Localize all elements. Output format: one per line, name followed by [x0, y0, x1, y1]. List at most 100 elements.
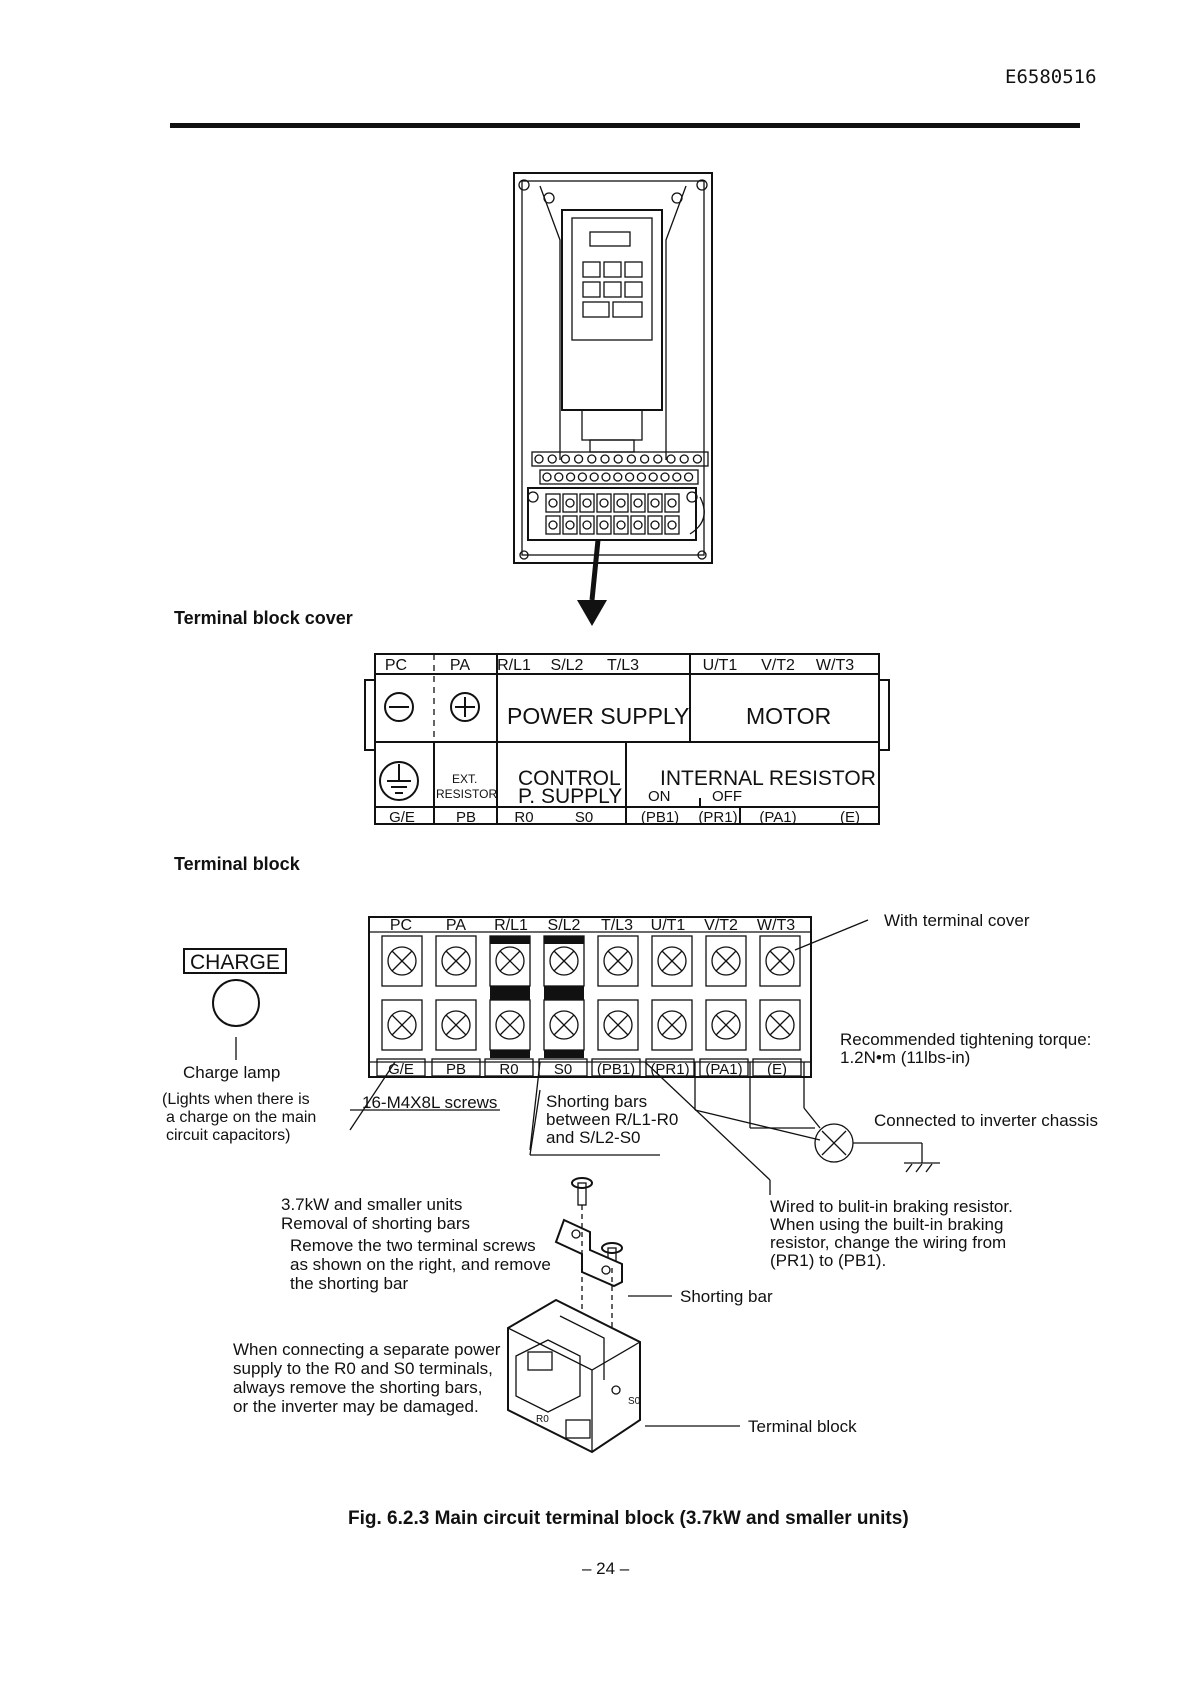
terminal-screw-pair	[705, 935, 747, 1051]
braking-line-2: When using the built-in braking	[770, 1215, 1003, 1234]
screw-icon	[657, 946, 687, 976]
block-top-label: U/T1	[651, 917, 686, 934]
braking-line-4: (PR1) to (PB1).	[770, 1251, 886, 1270]
block-bottom-label: (E)	[767, 1061, 787, 1078]
with-cover-label: With terminal cover	[884, 911, 1030, 930]
screw-icon	[549, 1010, 579, 1040]
terminal-screw-pair	[651, 935, 693, 1051]
warning-1: When connecting a separate power	[233, 1340, 501, 1359]
chassis-label: Connected to inverter chassis	[874, 1111, 1098, 1130]
block-top-label: R/L1	[494, 917, 528, 934]
screw-icon	[711, 1010, 741, 1040]
charge-note-3: circuit capacitors)	[166, 1127, 290, 1144]
cover-bottom-label: (PA1)	[759, 809, 796, 826]
block-top-label: T/L3	[601, 917, 633, 934]
ground-icon	[379, 761, 419, 801]
shorting-note-2: between R/L1-R0	[546, 1110, 678, 1129]
shorting-bar-illustration: Shorting bar R0 S0 Terminal block	[507, 1177, 857, 1454]
charge-label: CHARGE	[190, 951, 280, 974]
shorting-note-1: Shorting bars	[546, 1092, 647, 1111]
main-terminal-area	[527, 487, 697, 541]
cover-bottom-label: (E)	[840, 809, 860, 826]
cover-internal-resistor: INTERNAL RESISTOR	[660, 767, 876, 790]
block-bottom-label: PB	[446, 1061, 466, 1078]
removal-instr-1: Remove the two terminal screws	[290, 1236, 536, 1255]
cover-top-label: S/L2	[551, 657, 584, 674]
cover-resistor: RESISTOR	[436, 787, 497, 801]
removal-instr-3: the shorting bar	[290, 1274, 408, 1293]
inverter-illustration	[513, 172, 713, 564]
warning-4: or the inverter may be damaged.	[233, 1397, 479, 1416]
cover-power-supply: POWER SUPPLY	[507, 703, 689, 729]
warning-2: supply to the R0 and S0 terminals,	[233, 1359, 493, 1378]
terminal-block-cover-label: Terminal block cover	[174, 608, 353, 628]
terminal-screw-pair	[435, 935, 477, 1051]
charge-note-2: a charge on the main	[166, 1109, 316, 1126]
screw-icon	[765, 1010, 795, 1040]
figure-caption: Fig. 6.2.3 Main circuit terminal block (…	[348, 1508, 909, 1529]
cover-top-label: V/T2	[761, 657, 795, 674]
operation-panel	[561, 209, 663, 411]
cover-top-label: U/T1	[703, 657, 738, 674]
screw-icon	[765, 946, 795, 976]
cover-bottom-label: G/E	[389, 809, 415, 826]
cover-motor: MOTOR	[746, 703, 831, 729]
torque-line-2: 1.2N•m (11lbs-in)	[840, 1048, 970, 1067]
header-rule	[170, 123, 1080, 128]
removal-instr-2: as shown on the right, and remove	[290, 1255, 551, 1274]
cover-top-label: R/L1	[497, 657, 531, 674]
screw-icon	[387, 946, 417, 976]
screw-icon	[657, 1010, 687, 1040]
screws-label: 16-M4X8L screws	[362, 1093, 497, 1112]
s0-mark: S0	[628, 1396, 641, 1407]
terminal-screw-pair	[597, 935, 639, 1051]
block-bottom-label: R0	[499, 1061, 518, 1078]
charge-lamp-label: Charge lamp	[183, 1063, 280, 1082]
r0-mark: R0	[536, 1414, 549, 1425]
screw-icon	[441, 946, 471, 976]
cover-bottom-label: (PR1)	[698, 809, 737, 826]
charge-lamp-icon	[212, 979, 260, 1027]
block-top-label: W/T3	[757, 917, 795, 934]
doc-code: E6580516	[1005, 66, 1097, 88]
terminal-block-sketch-label: Terminal block	[748, 1417, 857, 1436]
terminal-screw-pair	[543, 935, 585, 1058]
block-top-label: PA	[446, 917, 466, 934]
block-bottom-label: (PB1)	[597, 1061, 635, 1078]
screw-icon	[549, 946, 579, 976]
warning-3: always remove the shorting bars,	[233, 1378, 482, 1397]
cover-off: OFF	[712, 788, 742, 805]
page-number: – 24 –	[582, 1559, 630, 1578]
cover-control: CONTROL	[518, 767, 621, 790]
cover-ext: EXT.	[452, 772, 477, 786]
terminal-screw-pair	[759, 935, 801, 1051]
cover-bottom-label: S0	[575, 809, 593, 826]
removal-title-2: Removal of shorting bars	[281, 1214, 470, 1233]
cover-top-label: T/L3	[607, 657, 639, 674]
removal-title-1: 3.7kW and smaller units	[281, 1195, 462, 1214]
block-top-label: V/T2	[704, 917, 738, 934]
screw-icon	[495, 946, 525, 976]
screw-icon	[387, 1010, 417, 1040]
screw-icon	[603, 1010, 633, 1040]
callouts: With terminal cover Recommended tighteni…	[349, 911, 1098, 1270]
screw-icon	[711, 946, 741, 976]
block-top-label: PC	[390, 917, 412, 934]
terminal-screw-pair	[381, 935, 423, 1051]
cover-bottom-label: PB	[456, 809, 476, 826]
cover-psupply: P. SUPPLY	[518, 785, 622, 808]
cover-top-label: PC	[385, 657, 407, 674]
block-bottom-label: (PR1)	[650, 1061, 689, 1078]
keypad	[582, 261, 643, 318]
braking-line-3: resistor, change the wiring from	[770, 1233, 1006, 1252]
shorting-bar-label: Shorting bar	[680, 1287, 773, 1306]
removal-instructions: 3.7kW and smaller units Removal of short…	[233, 1195, 551, 1416]
shorting-note-3: and S/L2-S0	[546, 1128, 641, 1147]
charge-lamp: CHARGE Charge lamp (Lights when there is…	[162, 948, 316, 1144]
block-bottom-label: S0	[554, 1061, 572, 1078]
cover-top-label: W/T3	[816, 657, 854, 674]
block-bottom-label: (PA1)	[705, 1061, 742, 1078]
